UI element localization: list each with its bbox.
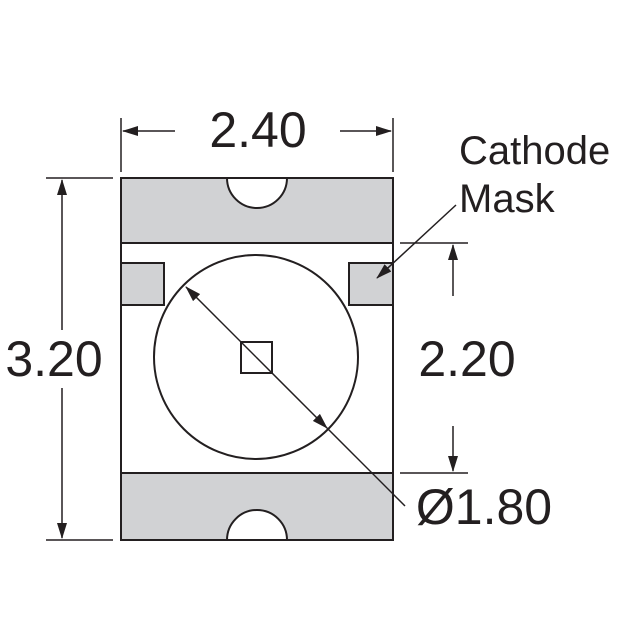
width-dimension-label: 2.40 — [209, 102, 306, 158]
cathode-label-line2: Mask — [459, 177, 556, 221]
span-dimension-label: 2.20 — [418, 331, 515, 387]
cathode-label-line1: Cathode — [459, 129, 610, 173]
bottom-contact-pad — [120, 472, 394, 541]
cathode-mask-left — [120, 262, 165, 306]
diameter-dimension-label: Ø1.80 — [416, 479, 552, 535]
top-contact-pad — [120, 177, 394, 244]
diameter-leader — [326, 427, 406, 507]
cathode-mask-leader — [376, 204, 457, 279]
height-dimension-label: 3.20 — [5, 331, 102, 387]
diameter-arrow-upper — [185, 286, 257, 358]
diameter-arrow-lower — [255, 356, 328, 429]
